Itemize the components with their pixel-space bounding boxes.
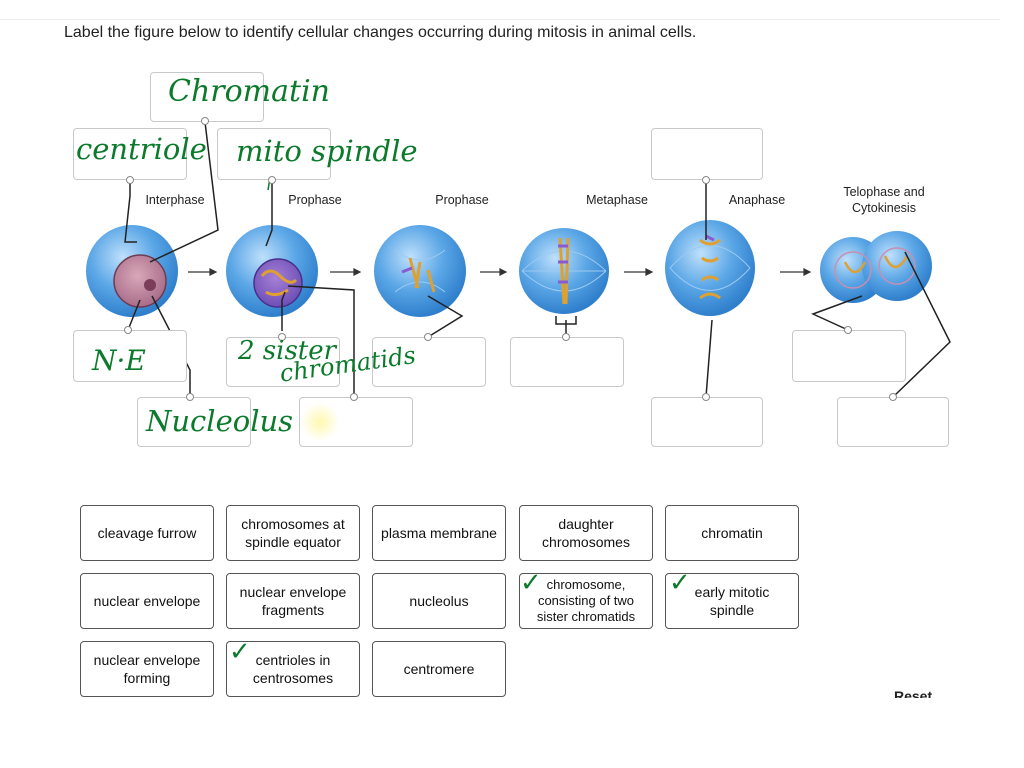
- cell-metaphase: [519, 228, 609, 314]
- chip-text: nuclear envelope fragments: [239, 584, 347, 618]
- dropbox-telophase-upper[interactable]: [792, 330, 906, 382]
- chip-text: centromere: [403, 661, 475, 677]
- chip-text: chromosome, consisting of two sister chr…: [536, 577, 636, 624]
- handwritten-nucleolus: Nucleolus: [146, 404, 294, 438]
- stage-label-prophase-early: Prophase: [288, 193, 342, 207]
- connector-dot: [424, 333, 432, 341]
- label-chip[interactable]: nucleolus: [372, 573, 506, 629]
- connector-dot: [201, 117, 209, 125]
- stage-arrows: [188, 268, 812, 276]
- checkmark-icon: ✓: [229, 637, 251, 667]
- chip-text: daughter chromosomes: [542, 516, 630, 550]
- reset-button[interactable]: Reset: [894, 688, 933, 698]
- label-chip[interactable]: daughter chromosomes: [519, 505, 653, 561]
- label-chip[interactable]: centromere: [372, 641, 506, 697]
- cell-anaphase: [665, 220, 755, 316]
- connector-dot: [844, 326, 852, 334]
- handwritten-centriole: centriole: [76, 132, 207, 166]
- chip-text: nuclear envelope: [93, 593, 201, 609]
- handwritten-chromatin: Chromatin: [168, 74, 330, 109]
- label-chip[interactable]: nuclear envelope forming: [80, 641, 214, 697]
- stage-label-metaphase: Metaphase: [586, 193, 648, 207]
- label-chip[interactable]: nuclear envelope: [80, 573, 214, 629]
- chip-text: nucleolus: [409, 593, 469, 609]
- instruction-text: Label the figure below to identify cellu…: [64, 24, 697, 41]
- top-divider: [0, 19, 1000, 20]
- chip-text: plasma membrane: [381, 525, 497, 541]
- connector-dot: [702, 176, 710, 184]
- label-chip[interactable]: early mitotic spindle: [665, 573, 799, 629]
- chip-text: cleavage furrow: [97, 525, 197, 541]
- dropbox-metaphase-bottom[interactable]: [510, 337, 624, 387]
- chip-text: chromatin: [701, 525, 763, 541]
- connector-dot: [278, 333, 286, 341]
- dropbox-anaphase-bottom[interactable]: [651, 397, 763, 447]
- connector-dot: [889, 393, 897, 401]
- connector-dot: [126, 176, 134, 184]
- checkmark-icon: ✓: [520, 568, 542, 598]
- dropbox-telophase-lower[interactable]: [837, 397, 949, 447]
- label-chip[interactable]: centrioles in centrosomes: [226, 641, 360, 697]
- stage-label-interphase: Interphase: [145, 193, 205, 207]
- connector-dot: [186, 393, 194, 401]
- chip-text: early mitotic spindle: [694, 584, 770, 618]
- label-chip[interactable]: chromatin: [665, 505, 799, 561]
- stage-label-anaphase: Anaphase: [728, 193, 786, 207]
- dropbox-prophase-late-bottom[interactable]: [372, 337, 486, 387]
- cell-telophase: [820, 231, 932, 303]
- checkmark-icon: ✓: [669, 568, 691, 598]
- connector-dot: [350, 393, 358, 401]
- stage-label-telophase: Telophase and Cytokinesis: [843, 185, 925, 215]
- cell-prophase-late: [374, 225, 466, 317]
- connector-dot: [124, 326, 132, 334]
- label-chip[interactable]: nuclear envelope fragments: [226, 573, 360, 629]
- cell-interphase: [86, 225, 178, 317]
- leader-lines: [124, 121, 951, 398]
- handwritten-sister: 2 sister: [238, 336, 337, 366]
- dropbox-anaphase-top[interactable]: [651, 128, 763, 180]
- dropbox-interphase-bottom[interactable]: [73, 330, 187, 382]
- handwritten-ne: N·E: [92, 344, 146, 377]
- label-chip[interactable]: chromosome, consisting of two sister chr…: [519, 573, 653, 629]
- connector-dot: [562, 333, 570, 341]
- connector-dot: [268, 176, 276, 184]
- chip-text: centrioles in centrosomes: [252, 652, 334, 686]
- chip-text: nuclear envelope forming: [93, 652, 201, 686]
- handwritten-mito-spindle: mito spindle: [236, 134, 418, 168]
- label-chip[interactable]: plasma membrane: [372, 505, 506, 561]
- stage-label-prophase-late: Prophase: [435, 193, 489, 207]
- cell-prophase-early: [226, 225, 318, 317]
- chip-text: chromosomes at spindle equator: [241, 516, 345, 550]
- cursor-highlight: [300, 402, 340, 442]
- dropbox-nucleolus[interactable]: [137, 397, 251, 447]
- label-chip[interactable]: cleavage furrow: [80, 505, 214, 561]
- connector-dot: [702, 393, 710, 401]
- label-chip[interactable]: chromosomes at spindle equator: [226, 505, 360, 561]
